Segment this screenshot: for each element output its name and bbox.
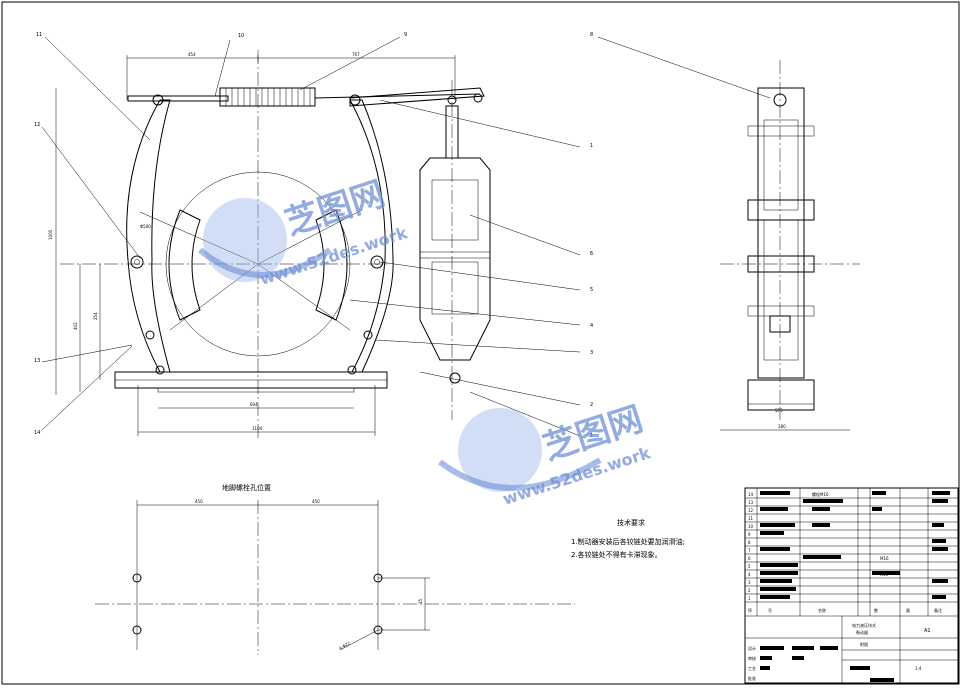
right-brake-arm xyxy=(349,99,394,373)
idx-8: 8 xyxy=(748,540,751,545)
left-brake-arm xyxy=(126,99,171,373)
note-2: 2.各铰链处不得有卡滞现象。 xyxy=(571,550,662,559)
dim-mount-left: 450 xyxy=(195,499,203,504)
mounting-hole-view: 地脚螺栓孔位置 450 450 15 4-Φ22 xyxy=(95,483,575,655)
dim-small-a: 15 xyxy=(418,598,423,604)
parts-mid-b: M16 xyxy=(880,556,889,561)
dim-mid-b: 254 xyxy=(93,312,98,320)
side-frame xyxy=(757,87,805,379)
front-view: 454 767 1000 402 254 Φ500 xyxy=(48,50,491,440)
tie-rod xyxy=(127,95,229,102)
watermark-bottom: 芝图网 www.52des.work xyxy=(438,399,653,509)
left-shoe xyxy=(168,209,201,321)
hdr-seq: 序 xyxy=(748,607,752,613)
dim-height: 1000 xyxy=(48,229,53,240)
dim-side-width: 280 xyxy=(778,424,786,429)
callout-14: 14 xyxy=(34,430,40,436)
idx-1: 1 xyxy=(748,596,751,601)
title-block: 14 13 12 11 10 9 8 7 6 5 4 3 2 1 序 号 名称 … xyxy=(744,487,959,684)
parts-mid-a: 螺栓M16 xyxy=(812,491,829,497)
hdr-qty-a: 数 xyxy=(874,607,878,613)
idx-7: 7 xyxy=(748,548,751,553)
idx-6: 6 xyxy=(748,556,751,561)
dim-holes: 4-Φ22 xyxy=(338,640,351,651)
idx-13: 13 xyxy=(748,500,754,505)
dim-base-inner: 604 xyxy=(250,402,258,407)
idx-2: 2 xyxy=(748,588,751,593)
side-view: 555 280 xyxy=(720,60,860,431)
idx-3: 3 xyxy=(748,580,751,585)
callout-8: 8 xyxy=(590,32,593,38)
callout-1b: 1 xyxy=(590,433,593,439)
note-1: 1.制动器安装后各铰链处要加润滑油; xyxy=(571,537,685,546)
hydraulic-thruster xyxy=(419,157,491,361)
idx-12: 12 xyxy=(748,508,754,513)
idx-10: 10 xyxy=(748,524,754,529)
callout-5: 5 xyxy=(590,287,593,293)
idx-11: 11 xyxy=(748,516,754,521)
title-line-3: 附图 xyxy=(860,641,868,647)
idx-9: 9 xyxy=(748,532,751,537)
right-shoe xyxy=(315,209,348,321)
watermark-top: 芝图网 www.52des.work xyxy=(198,174,410,289)
main-spring xyxy=(219,87,316,107)
idx-5: 5 xyxy=(748,564,751,569)
left-pivot xyxy=(130,255,144,269)
dim-base-outer: 1104 xyxy=(252,426,263,431)
dim-top-left: 454 xyxy=(188,52,196,57)
idx-14: 14 xyxy=(748,492,754,497)
sheet-size: A1 xyxy=(924,628,931,634)
callout-12: 12 xyxy=(34,122,40,128)
callout-3: 3 xyxy=(590,350,593,356)
mounting-title: 地脚螺栓孔位置 xyxy=(222,483,271,492)
title-line-1: 电力液压块式 xyxy=(852,622,876,628)
dim-side-base: 555 xyxy=(775,408,783,413)
scale: 1:4 xyxy=(915,666,922,671)
sig-process: 工艺 xyxy=(748,666,756,671)
sig-review: 审核 xyxy=(748,655,756,661)
callout-9: 9 xyxy=(404,32,407,38)
notes-title: 技术要求 xyxy=(617,518,645,527)
hdr-remark: 备注 xyxy=(934,607,942,613)
callout-11: 11 xyxy=(36,32,42,38)
dim-mount-right: 450 xyxy=(312,499,320,504)
sig-design: 设计 xyxy=(748,645,756,651)
lever xyxy=(349,87,485,107)
dim-shoe: Φ500 xyxy=(140,224,151,229)
dim-mid-a: 402 xyxy=(73,322,78,330)
callouts: 11 10 9 8 12 1 6 5 4 3 13 2 14 1 xyxy=(34,32,771,439)
idx-4: 4 xyxy=(748,572,751,577)
callout-2: 2 xyxy=(590,402,593,408)
hdr-qty-b: 量 xyxy=(906,607,910,613)
callout-1a: 1 xyxy=(590,143,593,149)
callout-13: 13 xyxy=(34,358,40,364)
hdr-no: 号 xyxy=(768,607,772,613)
callout-4: 4 xyxy=(590,323,593,329)
dim-top-right: 767 xyxy=(352,52,360,57)
callout-10: 10 xyxy=(238,33,244,39)
technical-notes: 技术要求 1.制动器安装后各铰链处要加润滑油; 2.各铰链处不得有卡滞现象。 xyxy=(571,518,685,559)
side-base xyxy=(747,379,815,411)
title-line-2: 制动器 xyxy=(856,629,868,635)
right-pivot xyxy=(370,255,384,269)
callout-6: 6 xyxy=(590,251,593,257)
brake-drum xyxy=(165,171,351,357)
sig-approve: 批准 xyxy=(748,675,756,681)
hdr-name: 名称 xyxy=(818,607,826,613)
